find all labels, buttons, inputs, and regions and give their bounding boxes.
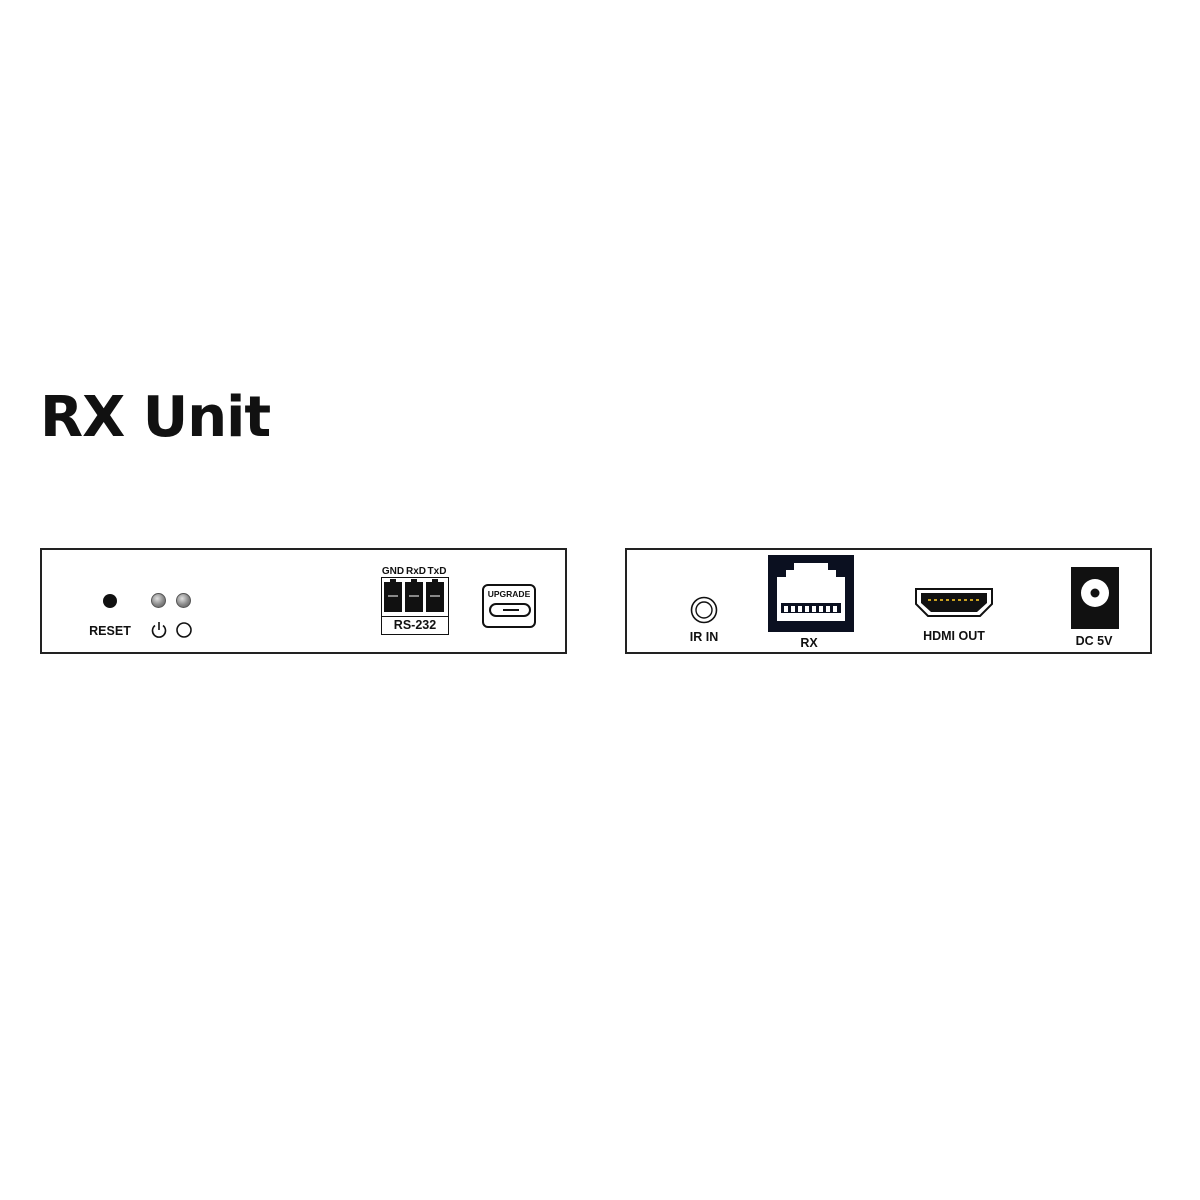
link-led — [176, 593, 191, 608]
link-icon — [176, 622, 192, 638]
power-icon — [151, 622, 167, 638]
page-title: RX Unit — [40, 385, 271, 450]
terminal-pins-icon — [384, 579, 444, 612]
upgrade-port[interactable]: UPGRADE — [482, 584, 536, 628]
rj45-icon — [777, 563, 845, 621]
power-led — [151, 593, 166, 608]
rx-label: RX — [800, 636, 818, 650]
ir-in-jack[interactable] — [690, 596, 718, 624]
dc-jack-icon — [1081, 579, 1109, 607]
hdmi-out-port[interactable] — [913, 586, 995, 620]
dc-power-jack[interactable] — [1071, 567, 1119, 629]
pin-label-gnd: GND — [381, 566, 405, 577]
upgrade-label: UPGRADE — [487, 589, 531, 599]
terminal-block: RS-232 — [381, 577, 449, 635]
front-panel: RESET GND RxD TxD RS-232 — [40, 548, 567, 654]
hdmi-out-label: HDMI OUT — [923, 629, 985, 643]
reset-label: RESET — [89, 624, 131, 638]
dc-5v-label: DC 5V — [1075, 634, 1113, 648]
pin-label-rxd: RxD — [405, 566, 427, 577]
rx-port[interactable] — [768, 555, 854, 632]
pin-label-txd: TxD — [427, 566, 447, 577]
reset-button[interactable] — [103, 594, 117, 608]
rs232-label: RS-232 — [393, 618, 437, 632]
ir-in-label: IR IN — [689, 630, 719, 644]
rear-panel: IR IN RX HDMI OUT — [625, 548, 1152, 654]
micro-usb-icon — [489, 603, 531, 617]
rs232-connector[interactable]: GND RxD TxD RS-232 — [379, 566, 451, 636]
